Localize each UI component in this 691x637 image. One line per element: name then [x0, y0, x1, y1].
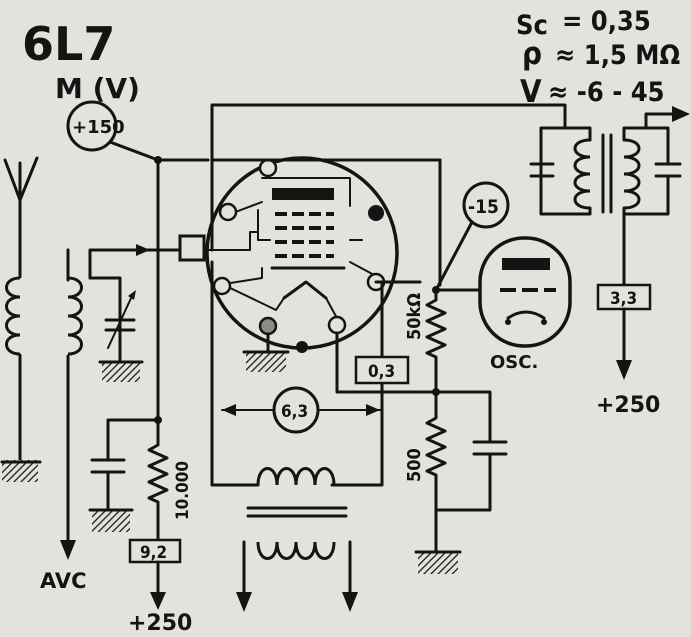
- r-3-3-label: 3,3: [610, 289, 637, 309]
- r-10000-label: 10.000: [173, 461, 193, 520]
- avc-label: AVC: [40, 569, 87, 593]
- resistor-500-icon: [425, 390, 447, 512]
- ground-screen-icon: [92, 510, 130, 532]
- antenna-coil-icon: [5, 276, 32, 356]
- tube-subtitle: M (V): [55, 72, 140, 105]
- plus250-right-label: +250: [596, 393, 660, 418]
- output-transformer-icon: [529, 106, 690, 216]
- tube-title: 6L7: [22, 17, 115, 71]
- spec-v-label: V: [520, 74, 542, 110]
- r-50k-label: 50kΩ: [404, 293, 425, 340]
- plus150-label: +150: [72, 117, 125, 138]
- ground-500-icon: [418, 552, 458, 574]
- r-0-3-box: [354, 355, 410, 385]
- r-500-label: 500: [404, 448, 425, 482]
- variable-capacitor-icon: [104, 290, 136, 349]
- plus250-bottom-label: +250: [128, 611, 192, 636]
- heater-6-3-label: 6,3: [281, 402, 308, 422]
- input-coil-icon: [66, 248, 83, 547]
- r-9-2-box: [128, 538, 182, 564]
- spec-rho-value: ≈ 1,5 MΩ: [555, 40, 680, 71]
- ground-varcap-icon: [102, 362, 140, 382]
- spec-sc-value: = 0,35: [562, 6, 651, 37]
- tube-6l7-icon: [178, 156, 399, 353]
- minus15-node: [462, 181, 510, 229]
- minus15-label: -15: [468, 196, 499, 218]
- spec-v-value: ≈ -6 - 45: [548, 77, 665, 108]
- osc-label: OSC.: [490, 352, 538, 373]
- ground-tube-icon: [246, 352, 286, 372]
- plus150-node: [66, 100, 118, 152]
- ground-antenna-icon: [2, 460, 38, 482]
- spec-sc-label: Sc: [516, 10, 548, 41]
- heater-transformer-icon: [236, 467, 358, 612]
- oscilloscope-icon: [478, 236, 572, 348]
- r-0-3-label: 0,3: [368, 362, 395, 382]
- spec-rho-label: ρ: [522, 36, 542, 72]
- resistor-10000-icon: [147, 418, 169, 542]
- resistor-50k-icon: [425, 288, 447, 394]
- avc-arrow-icon: [60, 540, 76, 560]
- heater-6-3-node: [272, 386, 320, 434]
- r-9-2-label: 9,2: [140, 543, 167, 563]
- spec-block: Sc = 0,35 ρ ≈ 1,5 MΩ V ≈ -6 - 45: [516, 6, 680, 110]
